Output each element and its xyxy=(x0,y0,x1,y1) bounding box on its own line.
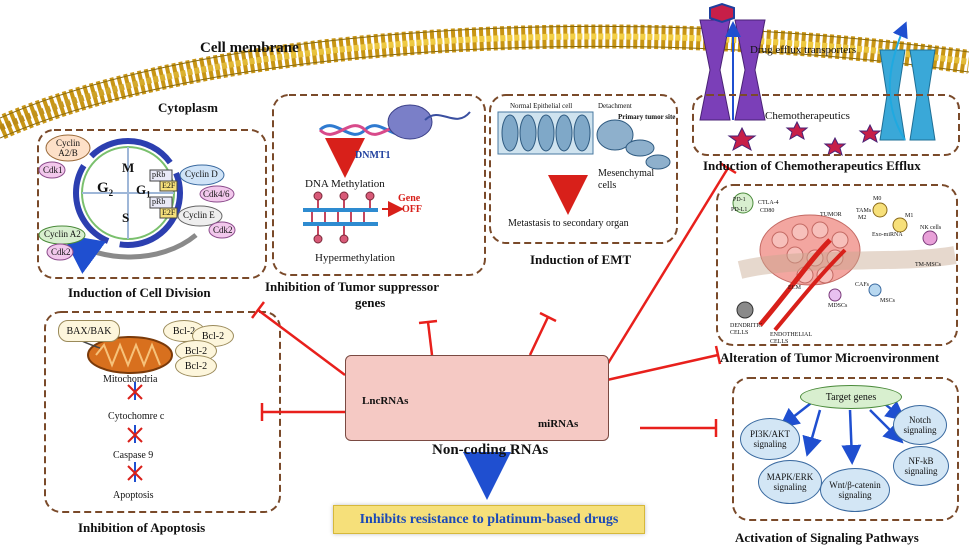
tumor-suppressor-title-line1: Inhibition of Tumor suppressor xyxy=(265,279,440,294)
tme-label-tumor: TUMOR xyxy=(820,212,842,218)
cyclin-a2-label: Cyclin A2 xyxy=(44,229,81,239)
cell-membrane xyxy=(0,24,969,139)
cdk2-bottom-label: Cdk2 xyxy=(51,247,71,257)
apoptosis-title: Inhibition of Apoptosis xyxy=(78,520,206,535)
tme-label-cd80: CD80 xyxy=(760,208,775,214)
dna-methylation-label: DNA Methylation xyxy=(305,178,385,190)
tme-label-dendritic: DENDRITIC CELLS xyxy=(730,323,763,336)
mirnas-label: miRNAs xyxy=(538,418,579,430)
tme-label-pdl1: PD-L1 xyxy=(731,207,748,213)
cell-division-title: Induction of Cell Division xyxy=(68,285,211,300)
primary-tumor-site-label: Primary tumor site xyxy=(618,113,676,121)
prb-1: pRb xyxy=(152,170,166,179)
cdk2-label: Cdk2 xyxy=(213,225,233,235)
tme-title: Alteration of Tumor Microenvironment xyxy=(720,350,940,365)
cdk1-label: Cdk1 xyxy=(43,165,63,175)
phase-g2: G2 xyxy=(97,180,114,198)
cell-cycle-diagram xyxy=(38,134,236,274)
result-box: Inhibits resistance to platinum-based dr… xyxy=(333,505,645,534)
detachment-label: Detachment xyxy=(598,102,632,110)
efflux-transporters-label: Drug efflux transporters xyxy=(750,44,857,56)
tme-label-m2: M2 xyxy=(858,215,867,221)
phase-g1: G1 xyxy=(136,182,151,200)
tme-label-tmmscs: TM-MSCs xyxy=(915,262,942,268)
tme-label-m0: M0 xyxy=(873,196,882,202)
tme-label-endothelial: ENDOTHELIAL CELLS xyxy=(770,332,812,345)
prb-2: pRb xyxy=(152,197,166,206)
cytochrome-label: Cytochomre c xyxy=(108,411,165,422)
gene-off-line1: Gene xyxy=(398,193,421,204)
mesenchymal-label-1: Mesenchymal xyxy=(598,168,655,179)
inhibition-lines xyxy=(251,161,737,437)
tme-label-mdscs: MDSCs xyxy=(828,303,848,309)
panel-efflux xyxy=(692,94,960,156)
efflux-title: Induction of Chemotherapeutics Efflux xyxy=(703,158,921,173)
gene-off-line2: OFF xyxy=(402,204,422,215)
tme-label-ctla4: CTLA-4 xyxy=(758,200,779,206)
target-genes-badge: Target genes xyxy=(800,385,902,409)
cyclin-a2b-label: Cyclin A2/B xyxy=(56,138,80,158)
bcl2-badge-4: Bcl-2 xyxy=(175,355,217,377)
phase-s: S xyxy=(122,210,130,225)
mesenchymal-label-2: cells xyxy=(598,180,617,191)
panel-cell-division xyxy=(37,129,267,279)
ncrna-box xyxy=(345,355,609,441)
e2f-2: E2F xyxy=(162,208,176,217)
cell-membrane-label: Cell membrane xyxy=(200,40,299,56)
lncrnas-label: LncRNAs xyxy=(362,395,409,407)
emt-title: Induction of EMT xyxy=(530,252,632,267)
tme-label-exo: Exo-miRNA xyxy=(872,232,903,238)
result-text: Inhibits resistance to platinum-based dr… xyxy=(359,511,619,527)
normal-epithelial-label: Normal Epithelial cell xyxy=(510,102,573,110)
panel-tme xyxy=(716,184,958,346)
cyclin-e-label: Cyclin E xyxy=(183,210,215,220)
bax-bak-badge: BAX/BAK xyxy=(58,320,120,342)
e2f-1: E2F xyxy=(162,181,176,190)
tme-label-cafs: CAFs xyxy=(855,282,870,288)
tumor-suppressor-title-line2: genes xyxy=(355,295,386,310)
metastasis-label: Metastasis to secondary organ xyxy=(508,218,629,229)
panel-emt xyxy=(489,94,678,244)
mitochondria-label: Mitochondria xyxy=(103,374,158,385)
tme-label-nk: NK cells xyxy=(920,225,942,231)
emt-diagram xyxy=(497,111,671,215)
signaling-title: Activation of Signaling Pathways xyxy=(735,530,919,545)
tme-label-m1: M1 xyxy=(905,213,914,219)
cytoplasm-label: Cytoplasm xyxy=(158,100,218,115)
cdk46-label: Cdk4/6 xyxy=(203,189,230,199)
dna-methylation-diagram xyxy=(303,104,471,244)
dnmt1-label: DNMT1 xyxy=(355,150,391,161)
phase-m: M xyxy=(122,160,135,175)
cyclin-d-label: Cyclin D xyxy=(185,169,218,179)
tme-label-ecm: ECM xyxy=(788,285,802,291)
chemotherapeutics-label: Chemotherapeutics xyxy=(765,110,850,122)
tme-label-pd1: PD-1 xyxy=(733,197,746,203)
chemotherapeutic-drugs xyxy=(727,120,882,157)
hypermethylation-label: Hypermethylation xyxy=(315,252,396,264)
signaling-arrows xyxy=(779,399,906,465)
tme-label-mscs: MSCs xyxy=(880,298,896,304)
panel-tumor-suppressor xyxy=(272,94,486,276)
ncrna-title: Non-coding RNAs xyxy=(432,442,549,458)
tme-label-tams: TAMs xyxy=(856,208,872,214)
apoptosis-label: Apoptosis xyxy=(113,490,154,501)
tumor-microenvironment-diagram xyxy=(732,192,957,332)
caspase-label: Caspase 9 xyxy=(113,450,154,461)
